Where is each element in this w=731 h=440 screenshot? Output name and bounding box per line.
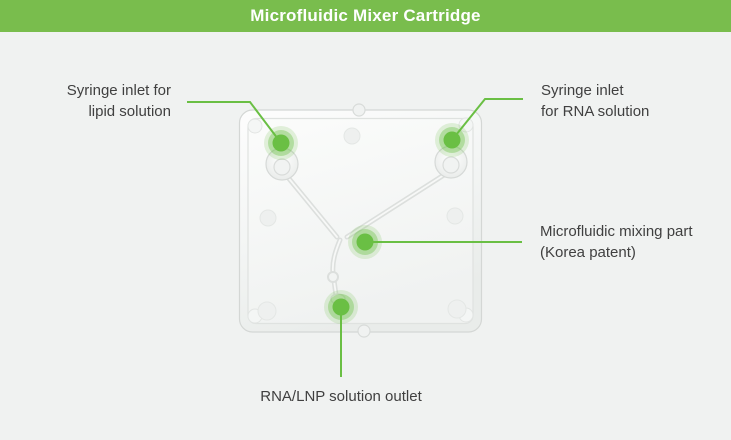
label-outlet: RNA/LNP solution outlet (260, 388, 422, 405)
label-rna-inlet: Syringe inlet for RNA solution (541, 82, 650, 120)
callout-lines (187, 98, 523, 377)
left-port-hole (273, 158, 291, 176)
marker-dot (443, 131, 461, 149)
lipid-inlet-leader-line (187, 101, 282, 144)
molded-circle (447, 299, 467, 319)
title-bar: Microfluidic Mixer Cartridge (0, 0, 731, 32)
page-title: Microfluidic Mixer Cartridge (250, 6, 481, 25)
right-port-hole (442, 156, 460, 174)
label-lipid-inlet: Syringe inlet for lipid solution (66, 82, 171, 120)
molded-circle (446, 207, 464, 225)
mixing-part-marker (348, 225, 382, 259)
corner-bump (247, 118, 263, 134)
channel-loop (327, 271, 339, 283)
cartridge-inner-rim (247, 117, 474, 325)
marker-dot (272, 134, 290, 152)
rna-inlet-leader-line (451, 98, 523, 141)
lipid-inlet-marker (264, 126, 298, 160)
rna-inlet-marker (435, 123, 469, 157)
marker-dot (356, 233, 374, 251)
molded-circle (343, 127, 361, 145)
outlet-marker (324, 290, 358, 324)
label-mixing-part: Microfluidic mixing part (Korea patent) (540, 223, 693, 261)
marker-dot (332, 298, 350, 316)
molded-circle (259, 209, 277, 227)
molded-circle (257, 301, 277, 321)
bottom-edge-notch (357, 324, 371, 338)
top-edge-notch (352, 103, 366, 117)
cartridge-photo (238, 103, 483, 338)
